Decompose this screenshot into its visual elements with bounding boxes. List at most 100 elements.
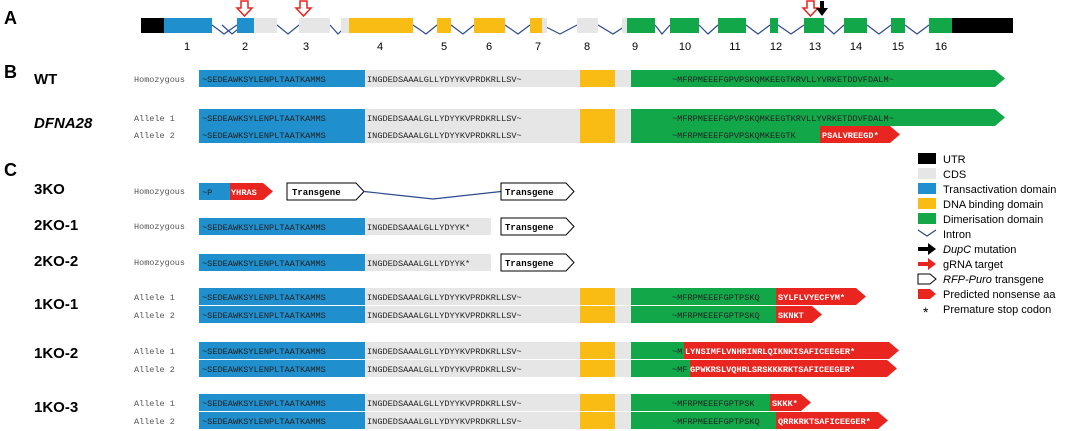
cds-seq: INGDEDSAAALGLLYDYYKVPRDKRLLSV~ [367, 114, 522, 124]
exon-9-cds [622, 18, 627, 33]
allele-label: Allele 2 [134, 131, 175, 141]
cds-region [365, 394, 580, 411]
cds-seq: INGDEDSAAALGLLYDYYKVPRDKRLLSV~ [367, 417, 522, 427]
exon-2-ta [237, 18, 254, 33]
cds-region [365, 254, 491, 271]
row-wt: Homozygous ~SEDEAWKSYLENPLTAATKAMMS INGD… [134, 70, 1005, 87]
exon-13-dim [804, 18, 824, 33]
nonsense-seq: SKKK* [772, 399, 798, 409]
dbd-domain [580, 126, 615, 143]
dbd-domain [580, 70, 615, 87]
nonsense-seq: YHRAS [231, 188, 257, 198]
exon-2-cds [254, 18, 277, 33]
exon-5-dbd [437, 18, 451, 33]
ta-seq: ~SEDEAWKSYLENPLTAATKAMMS [202, 365, 326, 375]
ta-seq: ~SEDEAWKSYLENPLTAATKAMMS [202, 259, 326, 269]
exon-14-dim [844, 18, 867, 33]
transgene-box [286, 182, 365, 201]
dim-domain [631, 394, 770, 411]
exon-7-cds [542, 18, 547, 33]
row-dfna28-allele2: Allele 2 ~SEDEAWKSYLENPLTAATKAMMS INGDED… [134, 126, 900, 143]
cds-region [365, 288, 580, 305]
panel-label-c: C [4, 160, 17, 180]
legend-label-utr: UTR [943, 154, 966, 166]
row-1ko-3-allele1: Allele 1 ~SEDEAWKSYLENPLTAATKAMMS INGDED… [134, 394, 811, 411]
cds-seq: INGDEDSAAALGLLYDYYK* [367, 223, 470, 233]
legend: UTR CDS Transactivation domain DNA bindi… [917, 153, 1056, 320]
ta-seq: ~SEDEAWKSYLENPLTAATKAMMS [202, 311, 326, 321]
dbd-domain [580, 412, 615, 429]
transgene-box [500, 217, 575, 236]
exon-number-5: 5 [441, 41, 447, 53]
ta-domain [199, 183, 230, 200]
exon-12-dim [770, 18, 778, 33]
exon-10-dim [670, 18, 699, 33]
cds-seq: INGDEDSAAALGLLYDYYKVPRDKRLLSV~ [367, 75, 522, 85]
intron-line [363, 190, 502, 200]
dim-seq: ~MFRPMEEEFGPVPSKQMKEEGTKRVLLYVRKETDDVFDA… [672, 114, 894, 124]
nonsense-aa [684, 342, 899, 359]
exon-number-14: 14 [850, 41, 862, 53]
label-dfna28: DFNA28 [34, 115, 93, 132]
exon-number-12: 12 [770, 41, 782, 53]
allele-label: Homozygous [134, 187, 185, 197]
label-1ko-2: 1KO-2 [34, 345, 78, 362]
dim-seq: ~MFRPMEEEFGPTPSKQ [672, 417, 760, 427]
transgene-label: Transgene [505, 259, 554, 269]
exon-1-ta [164, 18, 212, 33]
exon-4-dbd [349, 18, 413, 33]
row-1ko-1-allele1: Allele 1 ~SEDEAWKSYLENPLTAATKAMMS INGDED… [134, 288, 866, 305]
cds-seq: INGDEDSAAALGLLYDYYKVPRDKRLLSV~ [367, 365, 522, 375]
legend-rfp-rest: transgene [992, 274, 1044, 286]
cds-region [615, 394, 631, 411]
cds-region [365, 126, 580, 143]
legend-label-rfp: RFP-Puro transgene [943, 274, 1044, 286]
ta-domain [199, 342, 365, 359]
exon-number-4: 4 [377, 41, 383, 53]
nonsense-aa [820, 126, 900, 143]
legend-swatch-dim [918, 213, 936, 224]
dbd-domain [580, 342, 615, 359]
ta-domain [199, 254, 365, 271]
exon-number-15: 15 [892, 41, 904, 53]
ta-seq: ~SEDEAWKSYLENPLTAATKAMMS [202, 223, 326, 233]
utr-5 [141, 18, 164, 33]
legend-label-ta: Transactivation domain [943, 184, 1056, 196]
exon-number-6: 6 [486, 41, 492, 53]
dim-seq: ~MFRPMEEEFGPTPSKQ [672, 311, 760, 321]
exon-3-cds [299, 18, 330, 33]
legend-label-dupc: DupC mutation [943, 244, 1016, 256]
cds-region [365, 306, 580, 323]
legend-label-grna: gRNA target [943, 259, 1003, 271]
nonsense-seq: GPWKRSLVQHRLSRSKKKRKTSAFICEEGER* [690, 365, 855, 375]
legend-label-dim: Dimerisation domain [943, 214, 1043, 226]
grna-arrow-exon3 [294, 0, 313, 18]
transgene-label: Transgene [505, 188, 554, 198]
ta-seq: ~SEDEAWKSYLENPLTAATKAMMS [202, 417, 326, 427]
legend-swatch-dbd [918, 198, 936, 209]
exon-16-dim [929, 18, 952, 33]
exon-number-7: 7 [535, 41, 541, 53]
legend-label-dbd: DNA binding domain [943, 199, 1043, 211]
cds-region [615, 342, 631, 359]
ta-seq: ~SEDEAWKSYLENPLTAATKAMMS [202, 131, 326, 141]
dim-domain [631, 109, 1005, 126]
legend-dupc-rest: mutation [971, 244, 1016, 256]
exon-15-dim [891, 18, 905, 33]
ta-seq: ~P [202, 188, 212, 198]
exon-7-dbd [530, 18, 542, 33]
legend-swatch-utr [918, 153, 936, 164]
ta-seq: ~SEDEAWKSYLENPLTAATKAMMS [202, 347, 326, 357]
row-2ko-1: Homozygous ~SEDEAWKSYLENPLTAATKAMMS INGD… [134, 217, 575, 236]
transgene-label: Transgene [292, 188, 341, 198]
allele-label: Allele 1 [134, 399, 175, 409]
ta-seq: ~SEDEAWKSYLENPLTAATKAMMS [202, 399, 326, 409]
legend-swatch-ta [918, 183, 936, 194]
legend-label-stop: Premature stop codon [943, 304, 1051, 316]
cds-region [365, 70, 580, 87]
nonsense-aa [776, 306, 822, 323]
ta-domain [199, 126, 365, 143]
allele-label: Allele 1 [134, 114, 175, 124]
